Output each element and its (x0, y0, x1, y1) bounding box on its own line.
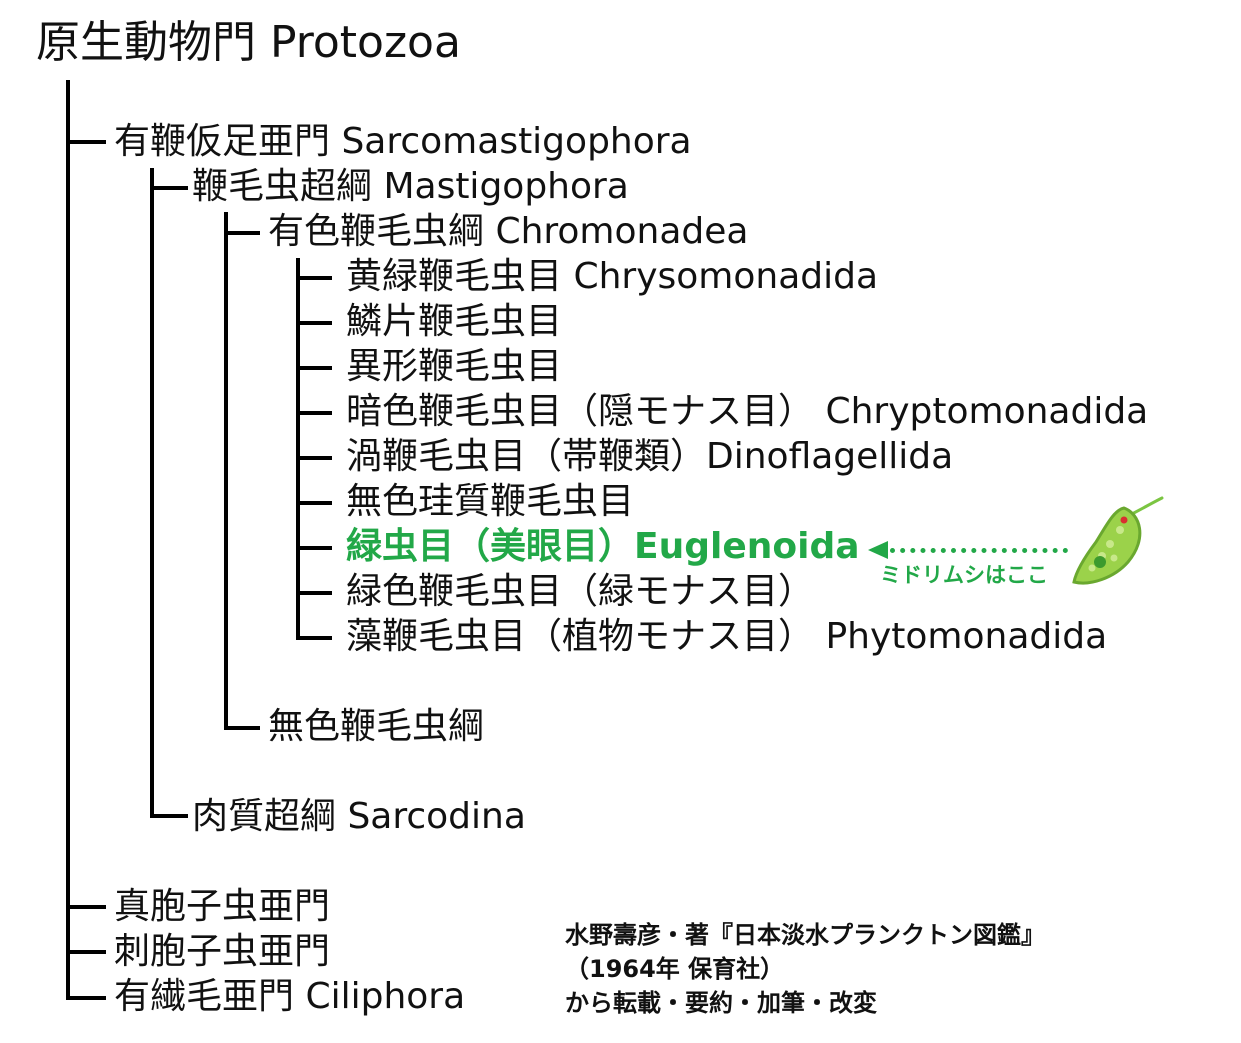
connector-chrysomonadida (296, 276, 332, 280)
node-cnidospora: 刺胞子虫亜門 (114, 931, 331, 972)
connector-rinpen (296, 321, 332, 325)
node-chromonadea: 有色鞭毛虫綱 Chromonadea (268, 211, 749, 252)
connector-cnidospora (66, 950, 106, 954)
node-chrysomonadida: 黄緑鞭毛虫目 Chrysomonadida (346, 256, 879, 297)
node-ryokushoku: 緑色鞭毛虫目（緑モナス目） (346, 571, 815, 612)
connector-sporozoa (66, 905, 106, 909)
connector-ryokushoku (296, 591, 332, 595)
node-mushoku-keishitsu: 無色珪質鞭毛虫目 (346, 481, 635, 522)
connector-phytomonadida (296, 636, 332, 640)
citation: 水野壽彦・著『日本淡水プランクトン図鑑』 （1964年 保育社） から転載・要約… (565, 918, 1045, 1020)
connector-dinoflagellida (296, 456, 332, 460)
node-sarcodina: 肉質超綱 Sarcodina (192, 796, 526, 837)
node-euglenoida: 緑虫目（美眼目）Euglenoida (346, 526, 860, 567)
node-phytomonadida: 藻鞭毛虫目（植物モナス目） Phytomonadida (346, 616, 1108, 657)
citation-line-2: （1964年 保育社） (565, 955, 785, 983)
node-dinoflagellida: 渦鞭毛虫目（帯鞭類）Dinoflagellida (346, 436, 954, 477)
connector-ikei (296, 366, 332, 370)
node-mastigophora: 鞭毛虫超綱 Mastigophora (192, 166, 629, 207)
node-sarcomastigophora: 有鞭仮足亜門 Sarcomastigophora (114, 121, 692, 162)
citation-line-3: から転載・要約・加筆・改変 (565, 989, 877, 1017)
node-ikei: 異形鞭毛虫目 (346, 346, 563, 387)
connector-level1-vertical (66, 80, 70, 1000)
page-title: 原生動物門 Protozoa (36, 17, 461, 68)
connector-chromonadea (224, 231, 260, 235)
connector-sarcodina (150, 814, 188, 818)
connector-euglenoida (296, 546, 332, 550)
connector-mushoku-koumou (224, 726, 260, 730)
node-cryptomonadida: 暗色鞭毛虫目（隠モナス目） Chryptomonadida (346, 391, 1149, 432)
connector-cryptomonadida (296, 411, 332, 415)
connector-level2-vertical (150, 168, 154, 818)
connector-mastigophora (150, 186, 188, 190)
callout-label: ミドリムシはここ (880, 563, 1048, 587)
connector-level4-vertical (296, 258, 300, 640)
node-mushoku-koumou: 無色鞭毛虫綱 (268, 706, 485, 747)
connector-level3-vertical (224, 212, 228, 730)
connector-sarcomastigophora (66, 140, 106, 144)
node-sporozoa: 真胞子虫亜門 (114, 886, 331, 927)
node-rinpen: 鱗片鞭毛虫目 (346, 301, 563, 342)
euglena-icon (1072, 496, 1164, 585)
connector-mushoku-keishitsu (296, 501, 332, 505)
arrow-left-icon (868, 541, 888, 559)
connector-ciliophora (66, 996, 106, 1000)
callout-dotted-line (890, 548, 1068, 553)
citation-line-1: 水野壽彦・著『日本淡水プランクトン図鑑』 (565, 921, 1045, 949)
node-ciliophora: 有繊毛亜門 Ciliphora (114, 976, 466, 1017)
